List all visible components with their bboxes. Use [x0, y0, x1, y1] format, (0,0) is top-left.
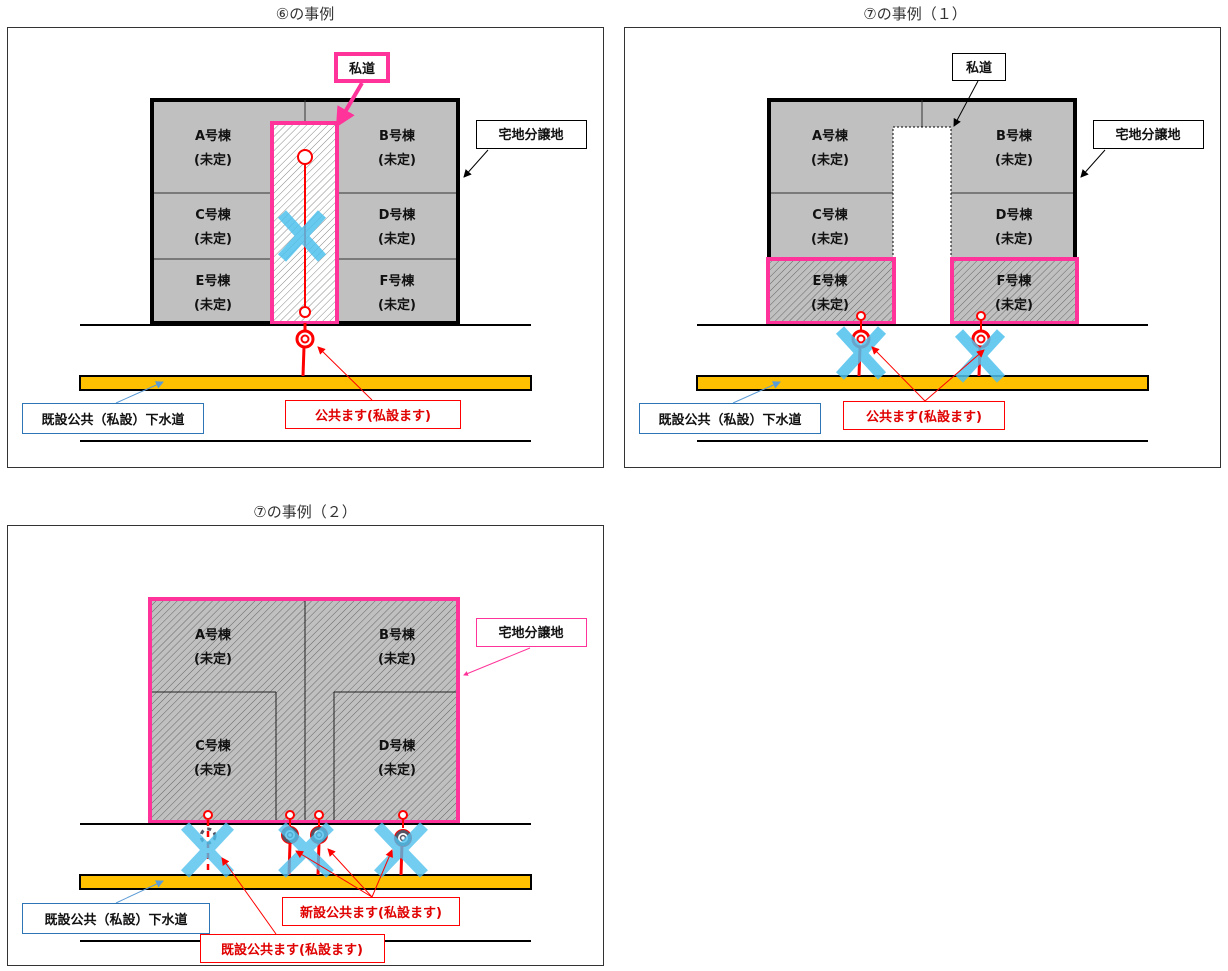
lot-labels: A号棟 (未定) B号棟 (未定) C号棟 (未定) D号棟 (未定) E号棟 …	[811, 128, 1033, 313]
masu-callout	[285, 400, 461, 429]
callout-arrow	[335, 81, 364, 128]
lot-a-name: A号棟	[195, 627, 232, 643]
callout-arrow	[371, 849, 393, 898]
lot-c-status: (未定)	[194, 762, 232, 778]
sewer-callout	[639, 403, 821, 434]
lot-d-name: D号棟	[996, 207, 1034, 223]
sewer-callout	[22, 903, 210, 934]
lot-f-status: (未定)	[378, 297, 416, 313]
subdivision-block	[766, 98, 1079, 326]
lot-d-name: D号棟	[379, 738, 417, 754]
panel-case-7-2: ⑦の事例（２） A号棟 (未定) B号棟 (未定) C号棟 (未定) D号棟 (…	[7, 503, 604, 966]
lot-c-status: (未定)	[811, 231, 849, 247]
subdivision-label: 宅地分譲地	[1115, 127, 1180, 143]
panel-case-6: ⑥の事例 A号棟 (未定) B号棟 (未定) C号棟 (未定) D号棟 (未定)…	[7, 5, 604, 468]
callout-arrow	[295, 850, 373, 898]
existing-masu-callout	[200, 934, 385, 963]
callout-arrow	[1080, 149, 1106, 178]
sewer-callout	[22, 403, 204, 434]
cross-mark-icon	[277, 210, 327, 262]
subdivision-label: 宅地分譲地	[498, 625, 563, 641]
private-road-area	[892, 126, 952, 326]
cross-mark-icon	[278, 822, 334, 878]
subdivision-callout	[476, 120, 587, 149]
lot-b-name: B号棟	[379, 627, 416, 643]
lot-b-name: B号棟	[379, 128, 416, 144]
callout-arrow	[115, 381, 164, 404]
lot-e-name: E号棟	[196, 273, 232, 289]
lot-a-name: A号棟	[812, 128, 849, 144]
masu-label: 公共ます(私設ます)	[866, 409, 982, 425]
callout-arrow	[953, 80, 979, 127]
lot-d-name: D号棟	[379, 207, 417, 223]
sewer-main	[79, 375, 532, 391]
lot-c-name: C号棟	[195, 207, 232, 223]
lot-a-status: (未定)	[194, 651, 232, 667]
subdivision-label: 宅地分譲地	[498, 127, 563, 143]
lot-b-status: (未定)	[378, 651, 416, 667]
callout-arrow	[732, 381, 781, 404]
lot-c-status: (未定)	[194, 231, 232, 247]
lot-a-status: (未定)	[194, 152, 232, 168]
callout-arrow	[115, 880, 164, 904]
sewer-label: 既設公共（私設）下水道	[658, 412, 801, 428]
masu-callout	[843, 401, 1005, 430]
panel-title: ⑦の事例（１）	[863, 5, 966, 23]
panel-title: ⑥の事例	[276, 5, 334, 23]
private-road-label: 私道	[349, 61, 375, 77]
callout-arrow	[463, 149, 489, 178]
lot-b-status: (未定)	[378, 152, 416, 168]
new-masu-callout	[282, 897, 460, 926]
lot-b-status: (未定)	[995, 152, 1033, 168]
private-road-label: 私道	[966, 60, 992, 76]
callout-arrow	[871, 346, 926, 402]
existing-masu-label: 既設公共ます(私設ます)	[221, 942, 363, 958]
sewer-label: 既設公共（私設）下水道	[41, 412, 184, 428]
panel-case-7-1: ⑦の事例（１） A号棟 (未定) B号棟 (未定) C号棟 (未定) D号棟 (…	[624, 5, 1221, 468]
new-masu-label: 新設公共ます(私設ます)	[300, 905, 442, 921]
lot-e-name: E号棟	[813, 273, 849, 289]
callout-arrow	[327, 848, 373, 898]
sewer-label: 既設公共（私設）下水道	[44, 912, 187, 928]
lot-c-name: C号棟	[195, 738, 232, 754]
lot-e-status: (未定)	[811, 297, 849, 313]
lot-e-highlight	[766, 257, 896, 325]
lot-f-name: F号棟	[380, 273, 416, 289]
lot-f-status: (未定)	[995, 297, 1033, 313]
cross-mark-icon	[835, 326, 887, 380]
lot-d-status: (未定)	[378, 762, 416, 778]
private-road-callout	[952, 53, 1006, 81]
lot-e-status: (未定)	[194, 297, 232, 313]
subdivision-block	[148, 597, 460, 824]
callout-arrow	[463, 647, 531, 676]
lot-labels: A号棟 (未定) B号棟 (未定) C号棟 (未定) D号棟 (未定) E号棟 …	[194, 128, 416, 313]
lot-d-status: (未定)	[378, 231, 416, 247]
lot-d-status: (未定)	[995, 231, 1033, 247]
lot-f-highlight	[950, 257, 1079, 325]
sewer-main	[696, 375, 1149, 391]
lot-c-name: C号棟	[812, 207, 849, 223]
sewer-main	[79, 874, 532, 890]
subdivision-callout	[476, 618, 587, 647]
callout-arrow	[317, 346, 373, 401]
callout-arrow	[924, 349, 985, 402]
masu-label: 公共ます(私設ます)	[315, 408, 431, 424]
lot-labels: A号棟 (未定) B号棟 (未定) C号棟 (未定) D号棟 (未定)	[194, 627, 416, 778]
lot-f-name: F号棟	[997, 273, 1033, 289]
lot-a-status: (未定)	[811, 152, 849, 168]
public-masu-icon	[295, 329, 315, 349]
subdivision-callout	[1093, 120, 1204, 149]
lot-a-name: A号棟	[195, 128, 232, 144]
panel-title: ⑦の事例（２）	[253, 503, 356, 521]
callout-arrow	[221, 857, 277, 935]
private-road-callout	[334, 52, 390, 83]
lot-b-name: B号棟	[996, 128, 1033, 144]
